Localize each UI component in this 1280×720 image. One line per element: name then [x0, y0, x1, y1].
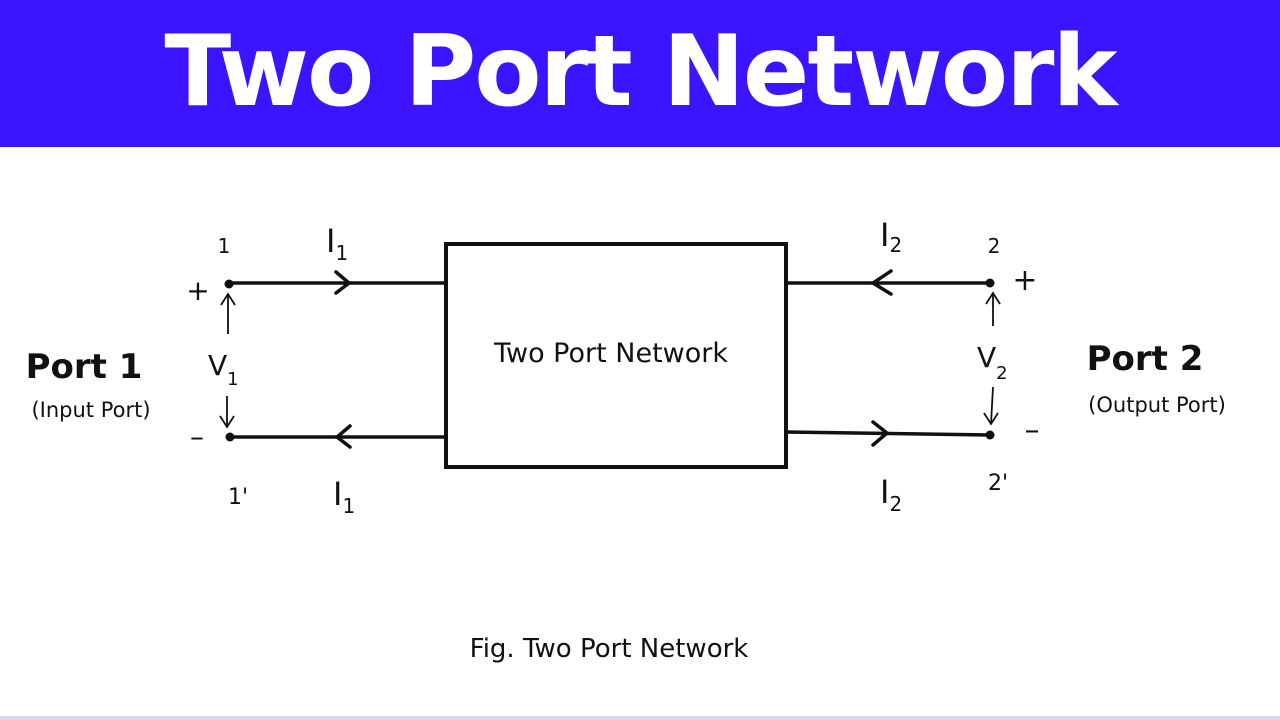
port1-title: Port 1: [26, 347, 143, 387]
terminal-2prime-dot: [985, 430, 995, 440]
terminal-2-dot: [985, 278, 995, 288]
i2-bottom-label: I2: [880, 473, 902, 516]
terminal-1-label: 1: [218, 234, 231, 258]
port1-plus-sign: +: [186, 274, 209, 307]
terminal-1prime-label: 1': [228, 485, 248, 510]
v1-label: V1: [208, 349, 239, 390]
i2-top-label: I2: [880, 216, 902, 257]
figure-caption: Fig. Two Port Network: [470, 634, 749, 664]
current-arrow-right-icon: [334, 270, 352, 295]
banner-title: Two Port Network: [164, 14, 1117, 129]
i1-top-label: I1: [326, 222, 348, 265]
port1-subtitle: (Input Port): [31, 398, 150, 422]
current-arrow-left-icon: [334, 424, 352, 449]
network-box-label: Two Port Network: [493, 338, 728, 369]
port2-plus-sign: +: [1012, 263, 1037, 298]
port2-title: Port 2: [1087, 339, 1204, 379]
port2-minus-sign: –: [1025, 413, 1040, 448]
bottom-divider: [0, 716, 1280, 720]
two-port-diagram: Two Port Network 1 1' + – V1 I1 I1 Port …: [26, 216, 1226, 664]
i1-bottom-label: I1: [333, 475, 355, 518]
terminal-2-label: 2: [988, 234, 1001, 258]
title-banner: Two Port Network: [0, 0, 1280, 147]
current-arrow-right-icon: [871, 420, 890, 447]
port1-minus-sign: –: [190, 420, 204, 453]
network-box: [444, 242, 788, 469]
port2-subtitle: (Output Port): [1088, 393, 1226, 417]
v2-down-arrow-icon: [990, 386, 994, 425]
terminal-1-dot: [224, 279, 234, 289]
v2-label: V2: [977, 341, 1008, 384]
terminal-1prime-dot: [225, 432, 235, 442]
terminal-2prime-label: 2': [988, 471, 1008, 496]
current-arrow-left-icon: [869, 269, 893, 296]
